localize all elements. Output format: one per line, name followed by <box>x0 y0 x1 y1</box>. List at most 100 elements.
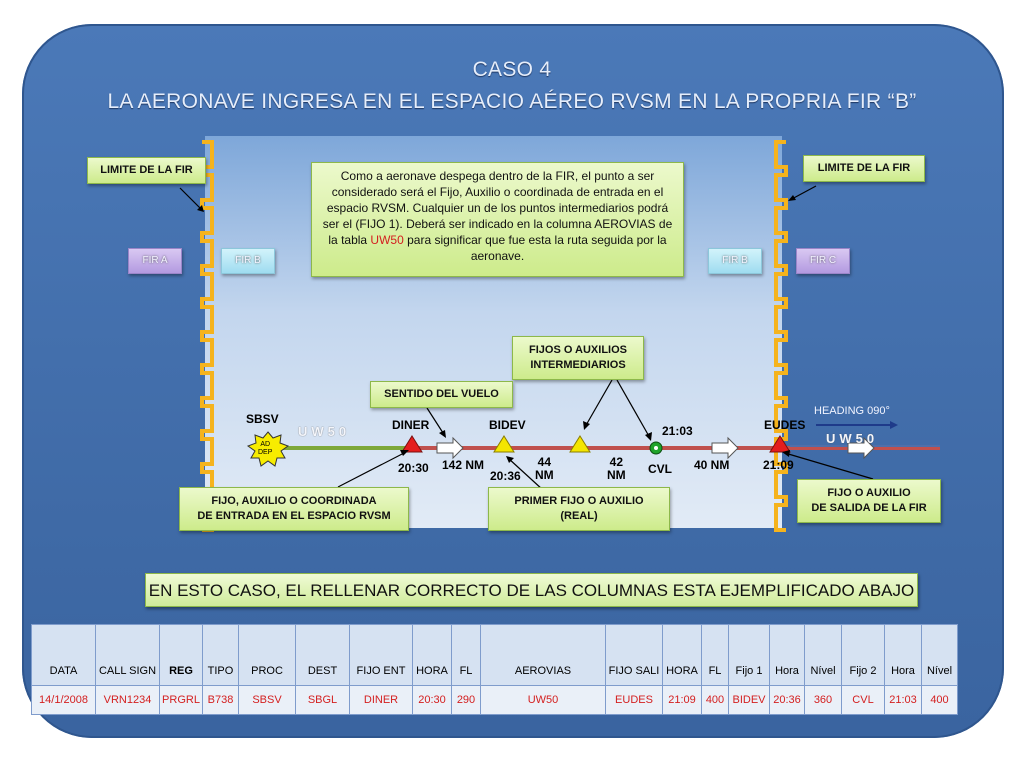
column-header: Fijo 2 <box>841 624 885 686</box>
case-title: CASO 4 <box>472 58 552 81</box>
column-header: HORA <box>662 624 702 686</box>
instruction-banner: EN ESTO CASO, EL RELLENAR CORRECTO DE LA… <box>145 573 918 607</box>
column-header: CALL SIGN <box>95 624 160 686</box>
note-airway-highlight: UW50 <box>370 233 404 247</box>
eudes-marker-icon <box>769 435 791 453</box>
distance-value: 42 <box>609 455 624 469</box>
column-header: Nível <box>804 624 842 686</box>
salida-callout-line1: FIJO O AUXILIO <box>827 487 911 499</box>
airway-label-left: UW50 <box>298 424 351 439</box>
limit-left-pointer <box>179 187 203 211</box>
fir-boundary-right <box>774 140 788 532</box>
table-cell: 21:03 <box>884 685 922 715</box>
table-cell: 400 <box>921 685 958 715</box>
table-cell: 21:09 <box>662 685 702 715</box>
column-header: REG <box>159 624 203 686</box>
bidev-time: 20:36 <box>490 469 521 483</box>
departure-label: SBSV <box>246 412 279 426</box>
departure-badge-line2: DEP <box>258 449 273 456</box>
column-header: FL <box>451 624 481 686</box>
table-cell: PRGRL <box>159 685 203 715</box>
sentido-callout: SENTIDO DEL VUELO <box>370 381 513 408</box>
column-header: FIJO ENT <box>349 624 413 686</box>
flight-direction-arrow <box>436 436 464 460</box>
entrada-pointer <box>337 451 407 488</box>
bidev-name: BIDEV <box>489 418 526 432</box>
column-header: DEST <box>295 624 350 686</box>
table-cell: UW50 <box>480 685 606 715</box>
rvsm-form-table: DATA CALL SIGN REG TIPO PROC DEST FIJO E… <box>31 624 958 715</box>
primer-callout-line2: (REAL) <box>560 510 598 522</box>
table-row: 14/1/2008 VRN1234 PRGRL B738 SBSV SBGL D… <box>31 685 958 715</box>
fijos-callout: FIJOS O AUXILIOS INTERMEDIARIOS <box>512 336 644 380</box>
diner-time: 20:30 <box>398 461 429 475</box>
distance-label: 44 NM <box>535 456 554 482</box>
sentido-pointer <box>426 407 446 437</box>
cvl-time: 21:03 <box>662 424 693 438</box>
case-subtitle: LA AERONAVE INGRESA EN EL ESPACIO AÉREO … <box>107 90 917 113</box>
airway-label-right: UW50 <box>826 431 879 446</box>
fir-a-label: FIR A <box>128 248 182 274</box>
diner-marker-icon <box>401 435 423 453</box>
column-header: FL <box>701 624 729 686</box>
fijos-pointer-a <box>584 379 613 428</box>
bidev-marker-icon <box>493 435 515 453</box>
column-header: Hora <box>884 624 922 686</box>
note-text-end: para significar que fue esta la ruta seg… <box>403 233 667 263</box>
primer-pointer <box>507 457 544 491</box>
eudes-time: 21:09 <box>763 458 794 472</box>
column-header: HORA <box>412 624 452 686</box>
column-header: Hora <box>769 624 805 686</box>
table-cell: SBSV <box>238 685 296 715</box>
fijos-callout-line2: INTERMEDIARIOS <box>530 359 626 371</box>
explanation-note: Como a aeronave despega dentro de la FIR… <box>311 162 684 277</box>
diner-name: DINER <box>392 418 430 432</box>
table-cell: CVL <box>841 685 885 715</box>
table-cell: VRN1234 <box>95 685 160 715</box>
table-cell: 20:30 <box>412 685 452 715</box>
column-header: Nível <box>921 624 958 686</box>
fir-boundary-left <box>200 140 214 532</box>
distance-label: 42 NM <box>607 456 626 482</box>
departure-badge-line1: AD <box>260 441 271 448</box>
cvl-name: CVL <box>648 462 672 476</box>
distance-value: 44 <box>537 455 552 469</box>
entrada-callout: FIJO, AUXILIO O COORDINADA DE ENTRADA EN… <box>179 487 409 531</box>
table-cell: 360 <box>804 685 842 715</box>
table-cell: B738 <box>202 685 239 715</box>
column-header: FIJO SALI <box>605 624 663 686</box>
table-cell: 14/1/2008 <box>31 685 96 715</box>
flight-direction-arrow <box>847 436 875 460</box>
table-header-row: DATA CALL SIGN REG TIPO PROC DEST FIJO E… <box>31 624 958 686</box>
distance-label: 142 NM <box>442 458 485 472</box>
table-cell: SBGL <box>295 685 350 715</box>
column-header: PROC <box>238 624 296 686</box>
distance-label: 40 NM <box>694 458 730 472</box>
table-cell: EUDES <box>605 685 663 715</box>
column-header: Fijo 1 <box>728 624 770 686</box>
intermediate-fix-marker-icon <box>569 435 591 453</box>
limit-right-callout: LIMITE DE LA FIR <box>803 155 925 182</box>
column-header: DATA <box>31 624 96 686</box>
primer-callout-line1: PRIMER FIJO O AUXILIO <box>514 495 644 507</box>
fir-c-label: FIR C <box>796 248 850 274</box>
heading-label: HEADING 090° <box>814 405 890 417</box>
distance-unit: NM <box>535 468 554 482</box>
departure-badge: AD DEP <box>258 441 272 457</box>
table-cell: 20:36 <box>769 685 805 715</box>
table-cell: BIDEV <box>728 685 770 715</box>
departure-burst-icon <box>246 431 290 467</box>
flight-direction-arrow <box>711 436 739 460</box>
limit-left-callout: LIMITE DE LA FIR <box>87 157 206 184</box>
fir-b-right-label: FIR B <box>708 248 762 274</box>
eudes-name: EUDES <box>764 418 806 432</box>
table-cell: DINER <box>349 685 413 715</box>
salida-callout-line2: DE SALIDA DE LA FIR <box>811 502 927 514</box>
fijos-pointer-b <box>616 379 651 439</box>
fir-b-left-label: FIR B <box>221 248 275 274</box>
distance-unit: NM <box>607 468 626 482</box>
table-cell: 290 <box>451 685 481 715</box>
salida-callout: FIJO O AUXILIO DE SALIDA DE LA FIR <box>797 479 941 523</box>
entrada-callout-line1: FIJO, AUXILIO O COORDINADA <box>211 495 377 507</box>
